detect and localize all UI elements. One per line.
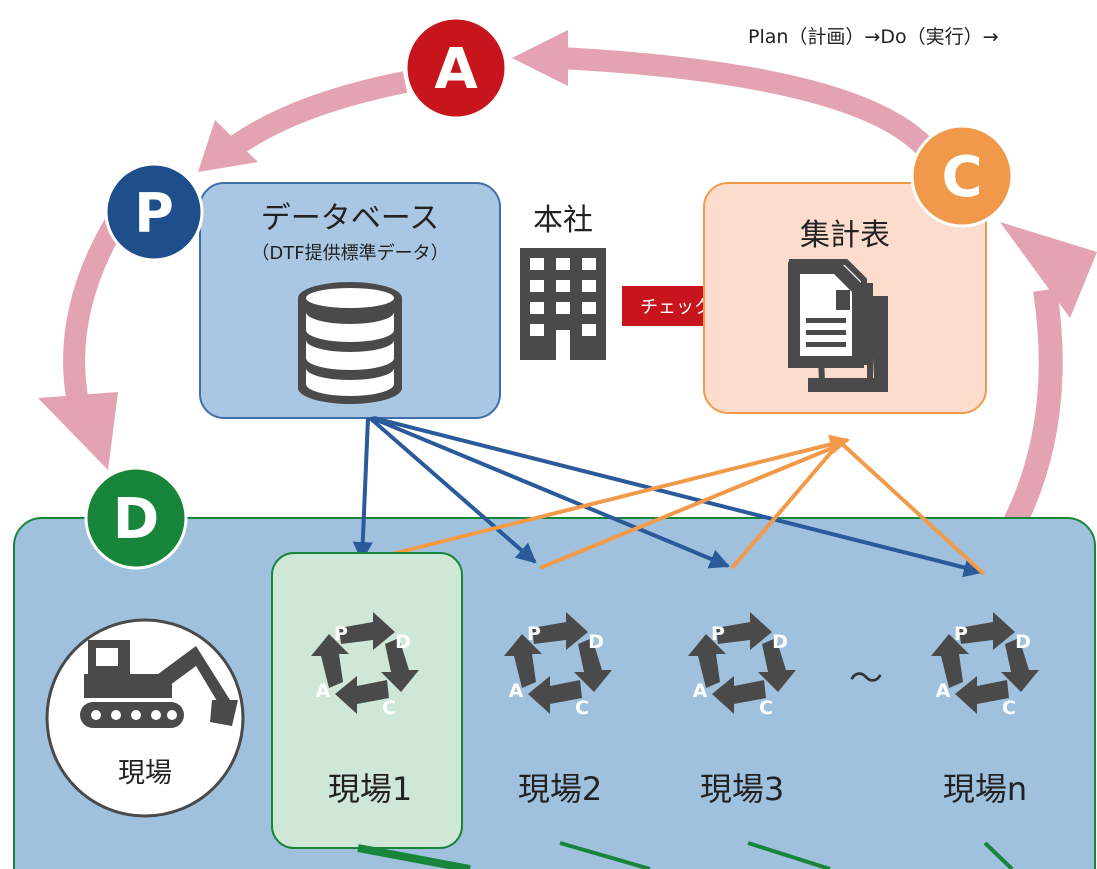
orange-connectors xyxy=(367,434,986,576)
site-n-cycle-icon: P D C A xyxy=(931,612,1039,719)
mini-cycle-c: C xyxy=(1002,697,1016,719)
database-title: データベース xyxy=(261,201,440,236)
mini-cycle-d: D xyxy=(395,631,411,653)
mini-cycle-a: A xyxy=(509,680,524,702)
plan-circle: P xyxy=(104,162,204,262)
do-letter: D xyxy=(113,487,159,552)
check-circle: C xyxy=(910,124,1014,228)
mini-cycle-a: A xyxy=(693,680,708,702)
mini-cycle-c: C xyxy=(575,697,589,719)
header-text: Plan（計画）→Do（実行）→ xyxy=(748,26,999,48)
mini-cycle-a: A xyxy=(936,680,951,702)
mini-cycle-p: P xyxy=(527,623,541,645)
bottom-lines xyxy=(357,841,1014,869)
arrow-c-to-a xyxy=(559,47,945,167)
site-icon-label: 現場 xyxy=(118,758,172,789)
database-subtitle: （DTF提供標準データ） xyxy=(251,243,448,264)
mini-cycle-p: P xyxy=(711,623,725,645)
cycle-arrows xyxy=(38,30,1097,528)
summary-table-label: 集計表 xyxy=(800,218,890,253)
plan-letter: P xyxy=(134,182,174,245)
database-icon xyxy=(298,282,402,404)
site-icon: 現場 xyxy=(45,618,245,818)
mini-cycle-d: D xyxy=(772,631,788,653)
arrow-c-to-a-head xyxy=(512,30,568,86)
mini-cycle-d: D xyxy=(588,631,604,653)
arrow-p-to-d-head xyxy=(38,392,118,470)
document-icon xyxy=(788,259,888,392)
mini-cycle-c: C xyxy=(382,697,396,719)
mini-cycle-c: C xyxy=(759,697,773,719)
tilde: ～ xyxy=(849,659,883,699)
arrow-a-to-p xyxy=(223,71,408,159)
mini-cycle-p: P xyxy=(954,623,968,645)
site-3-cycle-icon: P D C A xyxy=(688,612,796,719)
arrow-a-to-p-head xyxy=(198,120,258,172)
site-2-label: 現場2 xyxy=(518,770,602,808)
arrow-d-to-c xyxy=(1004,288,1063,528)
mini-cycle-a: A xyxy=(316,680,331,702)
act-letter: A xyxy=(434,37,478,102)
database-box: データベース （DTF提供標準データ） xyxy=(199,182,501,419)
act-circle: A xyxy=(404,16,508,120)
arrow-d-to-c-head xyxy=(1000,222,1097,318)
mini-cycle-d: D xyxy=(1015,631,1031,653)
building-icon xyxy=(520,248,606,360)
site-2-cycle-icon: P D C A xyxy=(504,612,612,719)
summary-box: 集計表 xyxy=(703,182,987,414)
blue-connectors xyxy=(352,416,984,578)
site-1-label: 現場1 xyxy=(328,770,412,808)
arrow-p-to-d xyxy=(63,209,130,423)
excavator-icon xyxy=(80,640,238,728)
check-letter: C xyxy=(941,145,982,210)
check-arrow-label: チェック xyxy=(640,297,712,318)
mini-cycle-p: P xyxy=(334,623,348,645)
head-office-label: 本社 xyxy=(533,203,593,238)
do-circle: D xyxy=(84,466,188,570)
site-n-label: 現場n xyxy=(943,770,1027,808)
site-3-label: 現場3 xyxy=(700,770,784,808)
site-1-cycle-icon: P D C A xyxy=(311,612,419,719)
